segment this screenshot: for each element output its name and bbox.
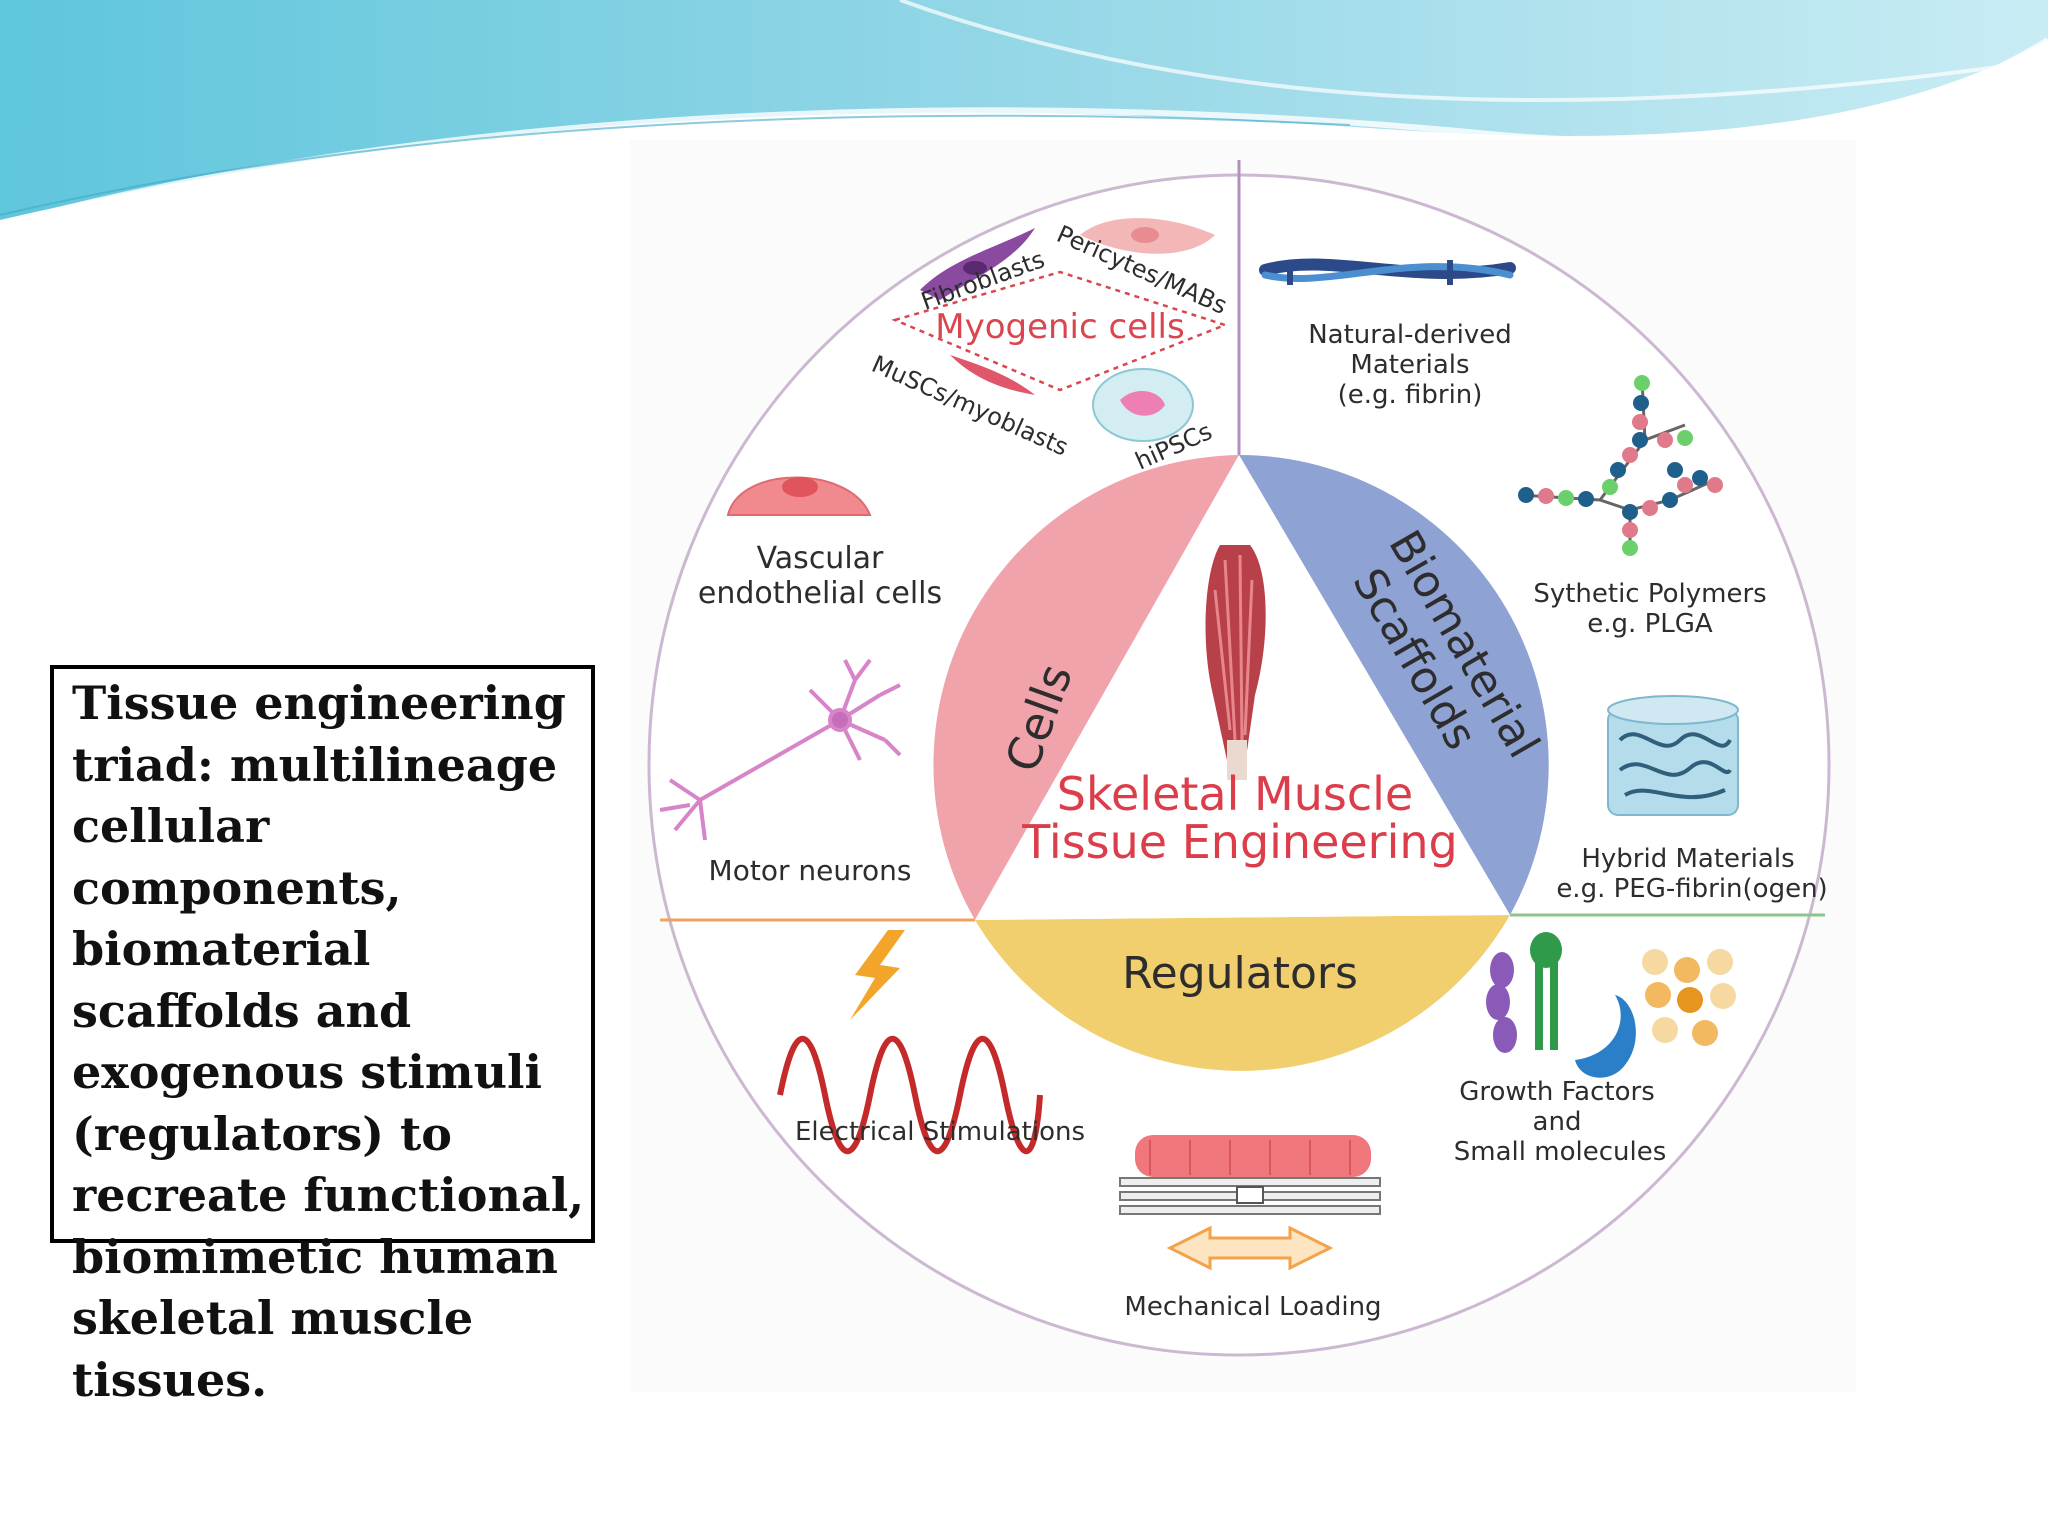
caption-text: Tissue engineering triad: multilineage c…: [72, 676, 585, 1407]
fibrin-fiber-icon: [1259, 258, 1516, 285]
tissue-engineering-triad-diagram: Cells Biomaterial Scaffolds Regulators S…: [647, 160, 1831, 1357]
natural-label-2: Materials: [1350, 350, 1469, 380]
electrical-label: Electrical Stimulations: [795, 1117, 1085, 1147]
regulators-sector-label: Regulators: [1122, 948, 1358, 999]
myogenic-cells-label: Myogenic cells: [935, 307, 1184, 347]
cells-sector: [933, 455, 1239, 920]
polymer-molecule-icon: [1518, 375, 1723, 556]
natural-label-3: (e.g. fibrin): [1338, 380, 1483, 410]
hybrid-label-1: Hybrid Materials: [1581, 844, 1794, 874]
header-wave-decoration: [0, 0, 2048, 228]
lightning-icon: [850, 930, 905, 1020]
fibroblast-icon: [920, 228, 1035, 300]
hipsc-dish-icon: [1092, 368, 1194, 442]
center-title-line1: Skeletal Muscle: [1057, 767, 1413, 821]
mechanical-loading-icon: [1119, 1135, 1381, 1271]
growth-label-3: Small molecules: [1454, 1137, 1666, 1167]
vascular-label-2: endothelial cells: [698, 576, 942, 611]
hybrid-gel-icon: [1607, 695, 1739, 816]
muscle-icon: [1205, 545, 1266, 780]
growth-factors-icon: [1486, 932, 1736, 1078]
growth-label-2: and: [1533, 1107, 1582, 1137]
electrical-wave-icon: [777, 1036, 1043, 1154]
growth-label-1: Growth Factors: [1459, 1077, 1655, 1107]
muscs-icon: [950, 355, 1035, 395]
scaffolds-sector: [1239, 455, 1549, 915]
myogenic-dotted-diamond: [891, 270, 1229, 392]
center-title-line2: Tissue Engineering: [1021, 815, 1457, 869]
motor-neuron-icon: [659, 658, 902, 841]
endothelial-cell-icon: [726, 476, 872, 516]
synthetic-label-2: e.g. PLGA: [1587, 609, 1713, 639]
motor-neurons-label: Motor neurons: [709, 854, 912, 887]
synthetic-label-1: Sythetic Polymers: [1533, 579, 1766, 609]
mechanical-label: Mechanical Loading: [1124, 1292, 1381, 1322]
hybrid-label-2: e.g. PEG-fibrin(ogen): [1556, 874, 1827, 904]
pericyte-icon: [1080, 218, 1215, 254]
natural-label-1: Natural-derived: [1308, 320, 1512, 350]
caption-box: [50, 665, 595, 1243]
vascular-label-1: Vascular: [757, 541, 884, 576]
regulators-sector: [975, 915, 1510, 1071]
